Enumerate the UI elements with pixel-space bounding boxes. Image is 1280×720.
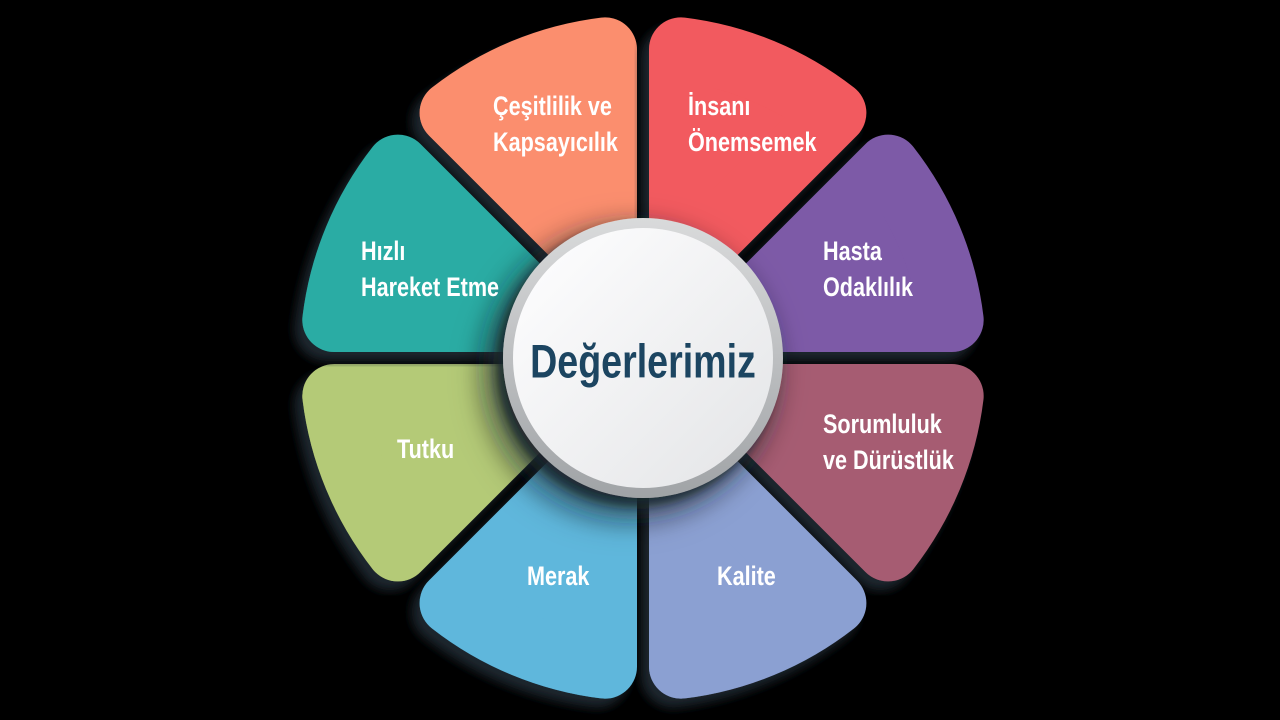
segment-insani-shape <box>649 17 867 299</box>
segment-label-tutku: Tutku <box>397 434 455 464</box>
center-circle-face <box>513 228 773 488</box>
segment-hizli-shape <box>302 134 584 352</box>
segment-merak-shape <box>419 417 637 699</box>
segment-label-hasta: Hasta Odaklılık <box>823 236 914 302</box>
segment-label-kalite: Kalite <box>717 561 776 591</box>
segment-hasta-shape <box>702 134 984 352</box>
segment-kalite-shape <box>649 417 867 699</box>
wheel-center-title: Değerlerimiz <box>530 334 756 388</box>
segment-label-merak: Merak <box>527 561 590 591</box>
segment-label-hizli: Hızlı Hareket Etme <box>361 236 500 302</box>
segment-tutku-shape <box>302 364 584 582</box>
segment-cesitlilik-shape <box>419 17 637 299</box>
segment-label-insani: İnsanı Önemsemek <box>688 91 817 157</box>
segment-sorumluluk-shape <box>702 364 984 582</box>
segment-label-cesitlilik: Çeşitlilik ve Kapsayıcılık <box>493 91 618 157</box>
segment-label-sorumluluk: Sorumluluk ve Dürüstlük <box>823 409 954 475</box>
